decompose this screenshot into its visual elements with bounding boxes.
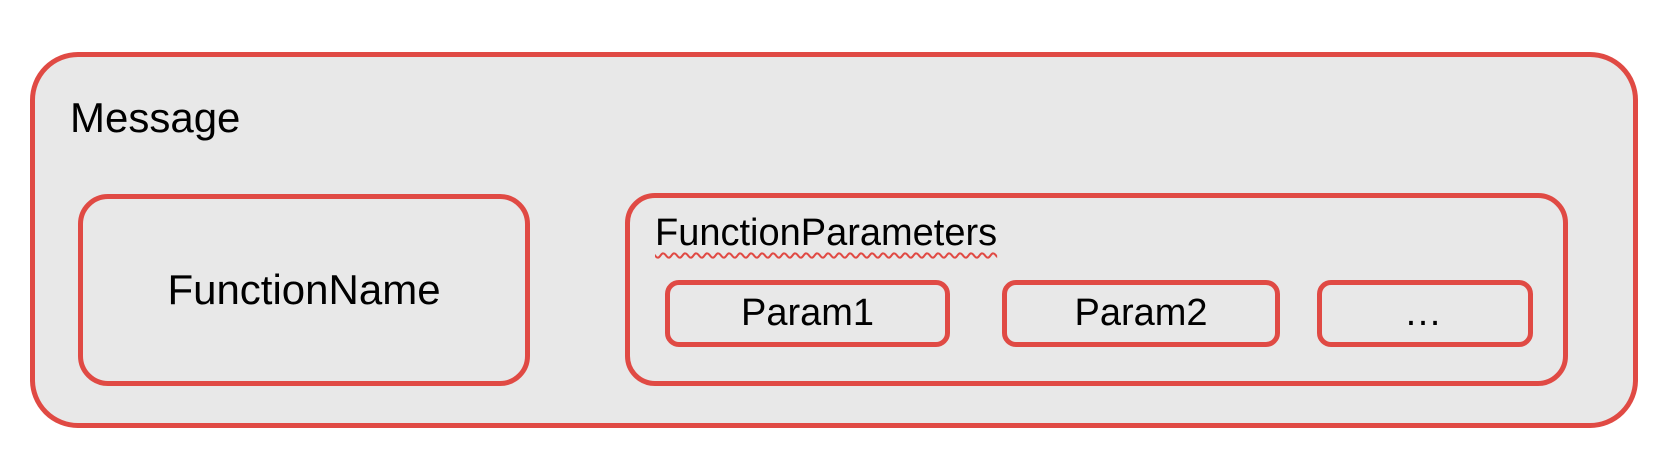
param-ellipsis-label: … xyxy=(1404,292,1446,334)
function-parameters-box: FunctionParameters Param1 Param2 … xyxy=(625,193,1568,386)
function-parameters-label-text: FunctionParameters xyxy=(655,212,998,254)
param-ellipsis-box: … xyxy=(1317,280,1533,347)
param2-label: Param2 xyxy=(1074,292,1208,334)
message-container-box: Message FunctionName FunctionParameters … xyxy=(30,52,1638,428)
param1-box: Param1 xyxy=(665,280,950,347)
param1-label: Param1 xyxy=(740,292,875,334)
function-parameters-label: FunctionParameters xyxy=(655,211,997,257)
function-name-label: FunctionName xyxy=(167,266,441,313)
function-name-box: FunctionName xyxy=(78,194,530,386)
message-label: Message xyxy=(70,94,241,141)
param2-box: Param2 xyxy=(1002,280,1280,347)
